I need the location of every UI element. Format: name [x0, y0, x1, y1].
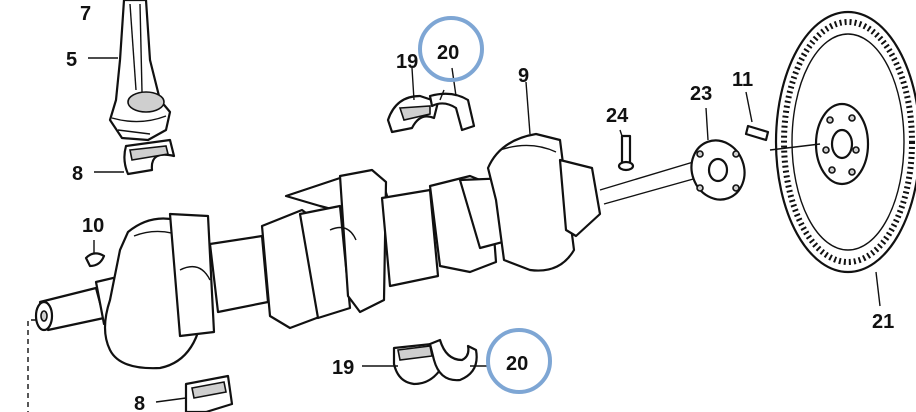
key-10	[84, 252, 106, 268]
callout-highlight-20-top	[418, 16, 484, 82]
label-11: 11	[732, 69, 753, 91]
callout-highlight-20-bottom	[486, 328, 552, 394]
bolt-24	[617, 134, 635, 172]
label-24: 24	[606, 105, 629, 127]
label-21: 21	[872, 311, 894, 333]
label-23: 23	[690, 83, 712, 105]
label-8-top: 8	[72, 163, 83, 185]
flange-plate-23	[690, 139, 746, 201]
dashed-axis-line	[27, 319, 36, 412]
label-9: 9	[518, 65, 529, 87]
crankshaft	[34, 132, 705, 370]
bearing-shell-8-top	[123, 138, 176, 176]
label-5: 5	[66, 49, 77, 71]
leader-lines	[88, 57, 881, 403]
flywheel-21	[769, 10, 916, 274]
bearing-shell-8-bottom	[184, 374, 234, 412]
connecting-rod	[108, 0, 172, 142]
label-19-bottom: 19	[332, 357, 354, 379]
label-20-top: 20	[437, 42, 459, 64]
label-7: 7	[80, 3, 91, 25]
bearing-shells-19-20-bottom	[392, 338, 478, 386]
bearing-shells-19-20-top	[386, 89, 476, 134]
label-10: 10	[82, 215, 104, 237]
label-8-bottom: 8	[134, 393, 145, 412]
dowel-11	[744, 124, 770, 142]
label-19-top: 19	[396, 51, 418, 73]
label-20-bottom: 20	[506, 353, 528, 375]
